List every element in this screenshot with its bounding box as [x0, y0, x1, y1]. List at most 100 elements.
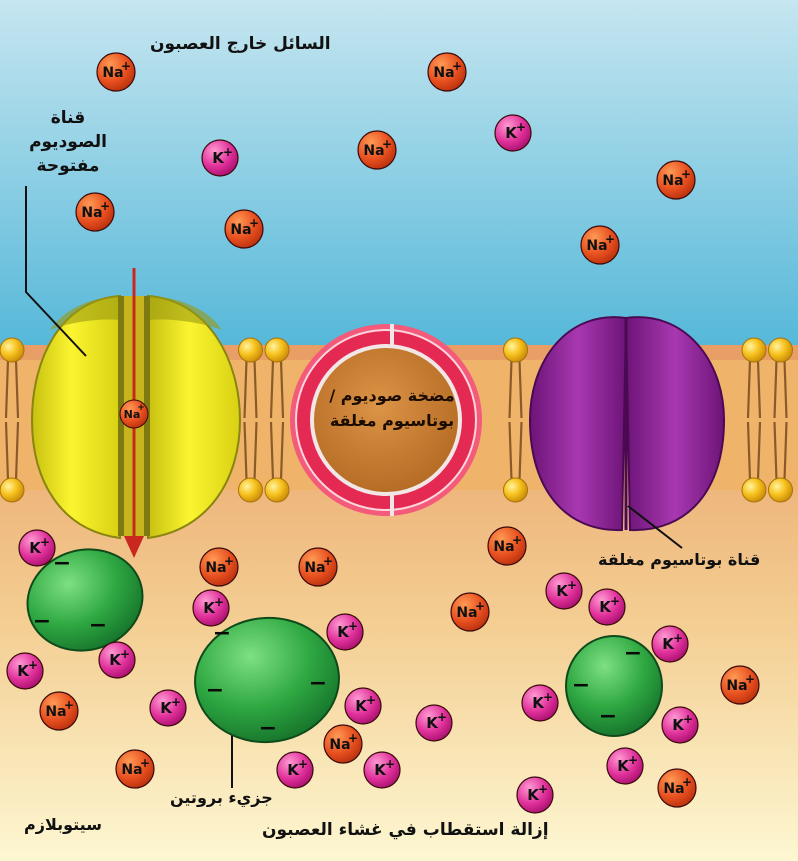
sodium-channel-label: قناة الصوديوم مفتوحة	[29, 108, 107, 176]
sodium-ion-label: Na	[124, 408, 141, 421]
potassium-ion-label: K	[374, 761, 387, 779]
ion-charge-label: +	[249, 216, 259, 230]
phospholipid-bilayer	[0, 337, 793, 503]
ion-charge-label: +	[28, 658, 38, 672]
sodium-ion-label: Na	[304, 560, 325, 576]
sodium-ion-label: Na	[433, 65, 454, 81]
potassium-ion-label: K	[17, 662, 30, 680]
ions: Na+Na+Na+Na+Na+Na+Na+Na+Na+Na+Na+Na+Na+N…	[6, 52, 760, 814]
phospholipid-head	[238, 477, 263, 503]
phospholipid-head	[741, 477, 767, 503]
sodium-ion: Na+	[115, 749, 155, 789]
phospholipid-head	[503, 337, 528, 363]
ion-charge-label: +	[385, 757, 395, 771]
potassium-ion: K+	[661, 706, 699, 744]
sodium-ion: Na+	[96, 52, 136, 92]
potassium-channel-closed	[528, 316, 726, 532]
phospholipid-head	[503, 477, 528, 503]
potassium-ion: K+	[98, 641, 136, 679]
potassium-ion-label: K	[527, 786, 540, 804]
diagram-title: إزالة استقطاب في غشاء العصبون	[262, 820, 549, 840]
ion-charge-label: +	[475, 599, 485, 613]
protein-label: جزيء بروتين	[170, 788, 273, 807]
negative-charge-label: −	[259, 716, 277, 741]
sodium-ion-label: Na	[456, 605, 477, 621]
ion-charge-label: +	[121, 59, 131, 73]
potassium-ion-label: K	[556, 582, 569, 600]
ion-charge-label: +	[673, 631, 683, 645]
potassium-channel-label: قناة بوتاسيوم مغلقة	[598, 550, 761, 569]
ion-charge-label: +	[140, 756, 150, 770]
sodium-ion-label: Na	[586, 238, 607, 254]
potassium-ion-label: K	[337, 623, 350, 641]
protein-molecules: −−−−−−−−−−	[26, 548, 663, 744]
ion-charge-label: +	[100, 199, 110, 213]
sodium-ion: Na+	[657, 768, 697, 808]
sodium-ion-label: Na	[726, 678, 747, 694]
ion-charge-label: +	[348, 731, 358, 745]
ion-charge-label: +	[323, 554, 333, 568]
potassium-ion: K+	[344, 687, 382, 725]
ion-charge-label: +	[516, 120, 526, 134]
potassium-ion-label: K	[532, 694, 545, 712]
sodium-ion-label: Na	[663, 781, 684, 797]
negative-charge-label: −	[89, 613, 107, 638]
potassium-ion: K+	[521, 684, 559, 722]
sodium-ion: Na+	[656, 160, 696, 200]
ion-charge-label: +	[452, 59, 462, 73]
potassium-ion: K+	[363, 751, 401, 789]
potassium-ion: K+	[326, 613, 364, 651]
ion-charge-label: +	[40, 535, 50, 549]
phospholipid-head	[768, 337, 793, 363]
ion-charge-label: +	[610, 594, 620, 608]
sodium-ion-label: Na	[329, 737, 350, 753]
potassium-ion: K+	[149, 689, 187, 727]
ion-charge-label: +	[538, 782, 548, 796]
potassium-ion: K+	[516, 776, 554, 814]
potassium-ion: K+	[545, 572, 583, 610]
phospholipid-head	[264, 337, 290, 363]
potassium-ion-label: K	[287, 761, 300, 779]
sodium-ion-label: Na	[81, 205, 102, 221]
sodium-ion-label: Na	[662, 173, 683, 189]
phospholipid-head	[0, 477, 25, 503]
ion-charge-label: +	[567, 578, 577, 592]
sodium-ion-label: Na	[363, 143, 384, 159]
sodium-ion: Na+	[323, 724, 363, 764]
protein-molecule	[194, 616, 340, 744]
sodium-ion: Na+	[224, 209, 264, 249]
negative-charge-label: −	[309, 671, 327, 696]
potassium-ion: K+	[6, 652, 44, 690]
sodium-ion: Na+	[580, 225, 620, 265]
sodium-ion: Na+	[75, 192, 115, 232]
phospholipid-head	[238, 337, 263, 363]
ion-charge-label: +	[171, 695, 181, 709]
sodium-ion: Na+	[39, 691, 79, 731]
negative-charge-label: −	[572, 673, 590, 698]
sodium-ion-label: Na	[45, 704, 66, 720]
ion-charge-label: +	[681, 167, 691, 181]
sodium-ion: Na+	[450, 592, 490, 632]
ion-charge-label: +	[137, 403, 145, 413]
negative-charge-label: −	[213, 621, 231, 646]
ion-charge-label: +	[382, 137, 392, 151]
phospholipid-head	[264, 477, 290, 503]
negative-charge-label: −	[206, 678, 224, 703]
sodium-ion: Na+	[487, 526, 527, 566]
potassium-ion-label: K	[426, 714, 439, 732]
sodium-ion-label: Na	[230, 222, 251, 238]
ion-charge-label: +	[745, 672, 755, 686]
sodium-ion-label: Na	[205, 560, 226, 576]
potassium-ion: K+	[276, 751, 314, 789]
potassium-ion-label: K	[662, 635, 675, 653]
potassium-ion-label: K	[505, 124, 518, 142]
sodium-ion: Na+	[298, 547, 338, 587]
potassium-ion: K+	[192, 589, 230, 627]
potassium-ion-label: K	[160, 699, 173, 717]
sodium-ion: Na+	[720, 665, 760, 705]
protein-molecule	[565, 635, 663, 737]
ion-charge-label: +	[605, 232, 615, 246]
potassium-ion: K+	[18, 529, 56, 567]
